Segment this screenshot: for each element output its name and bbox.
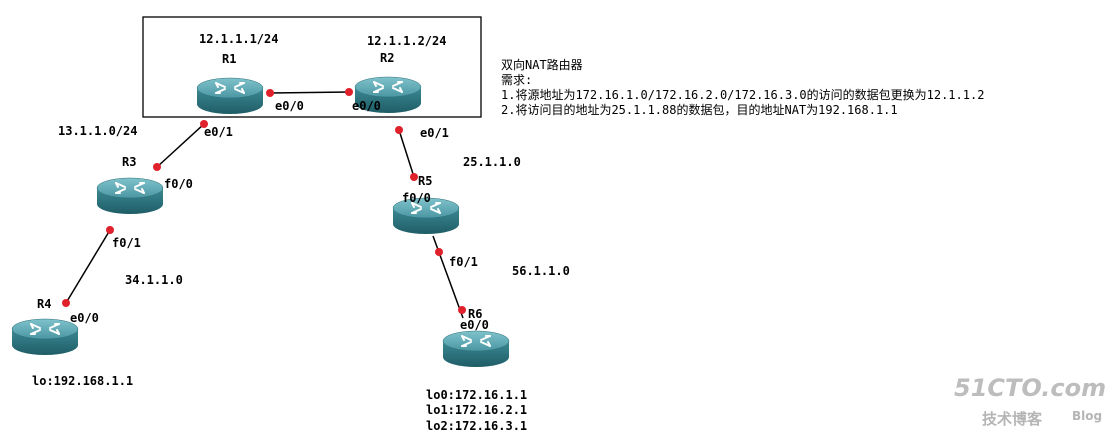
if-r4-e00: e0/0 xyxy=(70,311,99,325)
router-r1-name: R1 xyxy=(222,52,236,66)
endpoint xyxy=(345,88,353,96)
notes-req-2: 2.将访问目的地址为25.1.1.88的数据包，目的地址NAT为192.168.… xyxy=(501,102,898,117)
if-r3-f00: f0/0 xyxy=(164,177,193,191)
link-r1-r3 xyxy=(156,123,205,168)
net-r5-r6-label: 56.1.1.0 xyxy=(512,264,570,278)
router-r2-name: R2 xyxy=(380,51,394,65)
router-r1[interactable] xyxy=(196,77,264,115)
r6-loopback-0: lo0:172.16.1.1 xyxy=(426,388,527,402)
if-r3-f01: f0/1 xyxy=(112,236,141,250)
router-r4-name: R4 xyxy=(37,297,51,311)
if-r1-e00: e0/0 xyxy=(275,99,304,113)
endpoint xyxy=(200,120,208,128)
if-r1-e01: e0/1 xyxy=(204,125,233,139)
endpoint xyxy=(410,173,418,181)
if-r5-f00: f0/0 xyxy=(402,191,431,205)
r1-ip-label: 12.1.1.1/24 xyxy=(199,32,278,46)
if-r2-e00: e0/0 xyxy=(352,99,381,113)
watermark-blog: Blog xyxy=(1072,409,1102,423)
endpoint xyxy=(106,226,114,234)
link-r3-r4 xyxy=(65,229,111,304)
notes-req-label: 需求: xyxy=(501,73,532,87)
nat-boundary-box xyxy=(142,16,482,118)
endpoint xyxy=(266,89,274,97)
r6-loopback-2: lo2:172.16.3.1 xyxy=(426,419,527,433)
link-r1-r2 xyxy=(269,91,351,94)
if-r5-f01: f0/1 xyxy=(449,255,478,269)
watermark-cn: 技术博客 xyxy=(982,410,1043,428)
net-r3-r4-label: 34.1.1.0 xyxy=(125,273,183,287)
r2-ip-label: 12.1.1.2/24 xyxy=(367,34,446,48)
endpoint xyxy=(395,126,403,134)
endpoint xyxy=(435,248,443,256)
notes-req-1: 1.将源地址为172.16.1.0/172.16.2.0/172.16.3.0的… xyxy=(501,87,984,102)
router-r5-name: R5 xyxy=(418,174,432,188)
router-r4[interactable] xyxy=(11,318,79,356)
r6-loopback-1: lo1:172.16.2.1 xyxy=(426,403,527,417)
router-r3-name: R3 xyxy=(122,155,136,169)
endpoint xyxy=(458,306,466,314)
router-r6-name: R6 xyxy=(468,307,482,321)
endpoint xyxy=(153,163,161,171)
r4-loopback: lo:192.168.1.1 xyxy=(32,374,133,388)
router-r3[interactable] xyxy=(96,177,164,215)
if-r6-e00: e0/0 xyxy=(460,318,489,332)
if-r2-e01: e0/1 xyxy=(420,126,449,140)
link-r2-r5 xyxy=(398,129,415,178)
link-endpoints xyxy=(62,88,466,314)
endpoint xyxy=(62,299,70,307)
router-r6[interactable] xyxy=(442,330,510,368)
net-r2-r5-label: 25.1.1.0 xyxy=(463,155,521,169)
watermark-brand: 51CTO.com xyxy=(954,374,1106,402)
net-r1-r3-label: 13.1.1.0/24 xyxy=(58,124,137,138)
notes-title: 双向NAT路由器 xyxy=(501,57,583,72)
